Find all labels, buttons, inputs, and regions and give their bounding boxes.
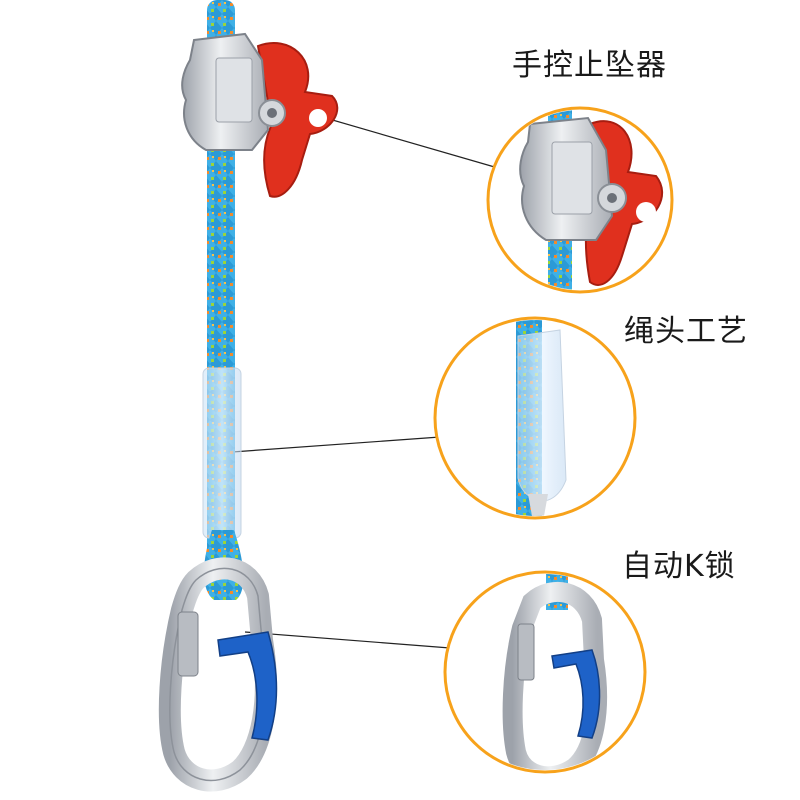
sewn-sleeve <box>202 367 242 539</box>
callout-circle-rope-end <box>433 316 637 520</box>
callout-circle-carabiner <box>443 570 647 774</box>
callout-circle-fall-arrester <box>486 106 674 294</box>
fall-arrester-device <box>181 32 339 198</box>
callout-label-rope-end: 绳头工艺 <box>624 314 748 349</box>
callout-label-carabiner: 自动K锁 <box>622 549 736 584</box>
callout-label-fall-arrester: 手控止坠器 <box>512 48 667 83</box>
auto-locking-carabiner <box>158 557 278 792</box>
